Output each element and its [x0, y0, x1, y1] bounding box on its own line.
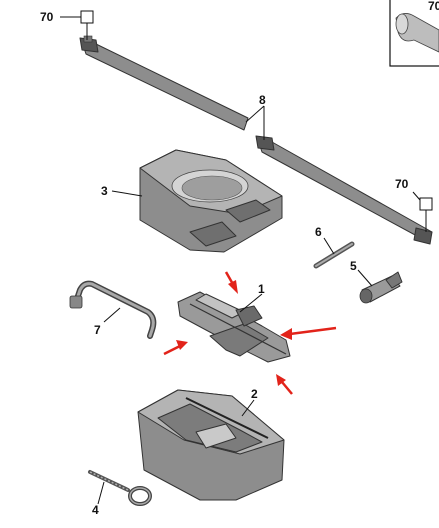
red-arrow-left — [163, 340, 188, 356]
callout-6: 6 — [315, 225, 335, 255]
callout-label-70c: 70 — [428, 0, 439, 13]
foam-tray-part-3 — [139, 149, 283, 253]
eye-bolt-part-4 — [88, 470, 152, 506]
callout-3: 3 — [101, 184, 143, 198]
strap-upper — [79, 35, 249, 131]
callout-label-6: 6 — [315, 225, 322, 239]
callout-8: 8 — [245, 93, 266, 140]
callout-4: 4 — [92, 481, 105, 517]
callout-label-8: 8 — [259, 93, 266, 107]
inset-detail-box — [389, 0, 439, 67]
callout-label-5: 5 — [350, 259, 357, 273]
callout-70-right: 70 — [395, 177, 433, 232]
foam-box-part-2 — [137, 389, 285, 501]
direction-arrows — [163, 271, 337, 395]
callout-5: 5 — [350, 259, 373, 287]
callout-1: 1 — [239, 282, 265, 313]
callout-label-70b: 70 — [395, 177, 409, 191]
red-arrow-bottom — [276, 374, 293, 395]
crank-handle-part-7 — [69, 280, 157, 339]
callout-70-inset: 70 — [428, 0, 439, 13]
callout-label-4: 4 — [92, 503, 99, 517]
callout-label-2: 2 — [251, 387, 258, 401]
socket-part-5 — [359, 271, 403, 304]
strap-lower — [255, 135, 433, 245]
callout-label-3: 3 — [101, 184, 108, 198]
callout-label-1: 1 — [258, 282, 265, 296]
callout-7: 7 — [94, 307, 121, 337]
red-arrow-top — [224, 271, 238, 294]
red-arrow-right — [280, 326, 337, 340]
callout-70-upper-left: 70 — [40, 10, 94, 40]
jack-part-1 — [177, 291, 291, 363]
pin-part-6 — [313, 241, 355, 269]
callout-label-70a: 70 — [40, 10, 54, 24]
callout-2: 2 — [241, 387, 258, 417]
callout-label-7: 7 — [94, 323, 101, 337]
